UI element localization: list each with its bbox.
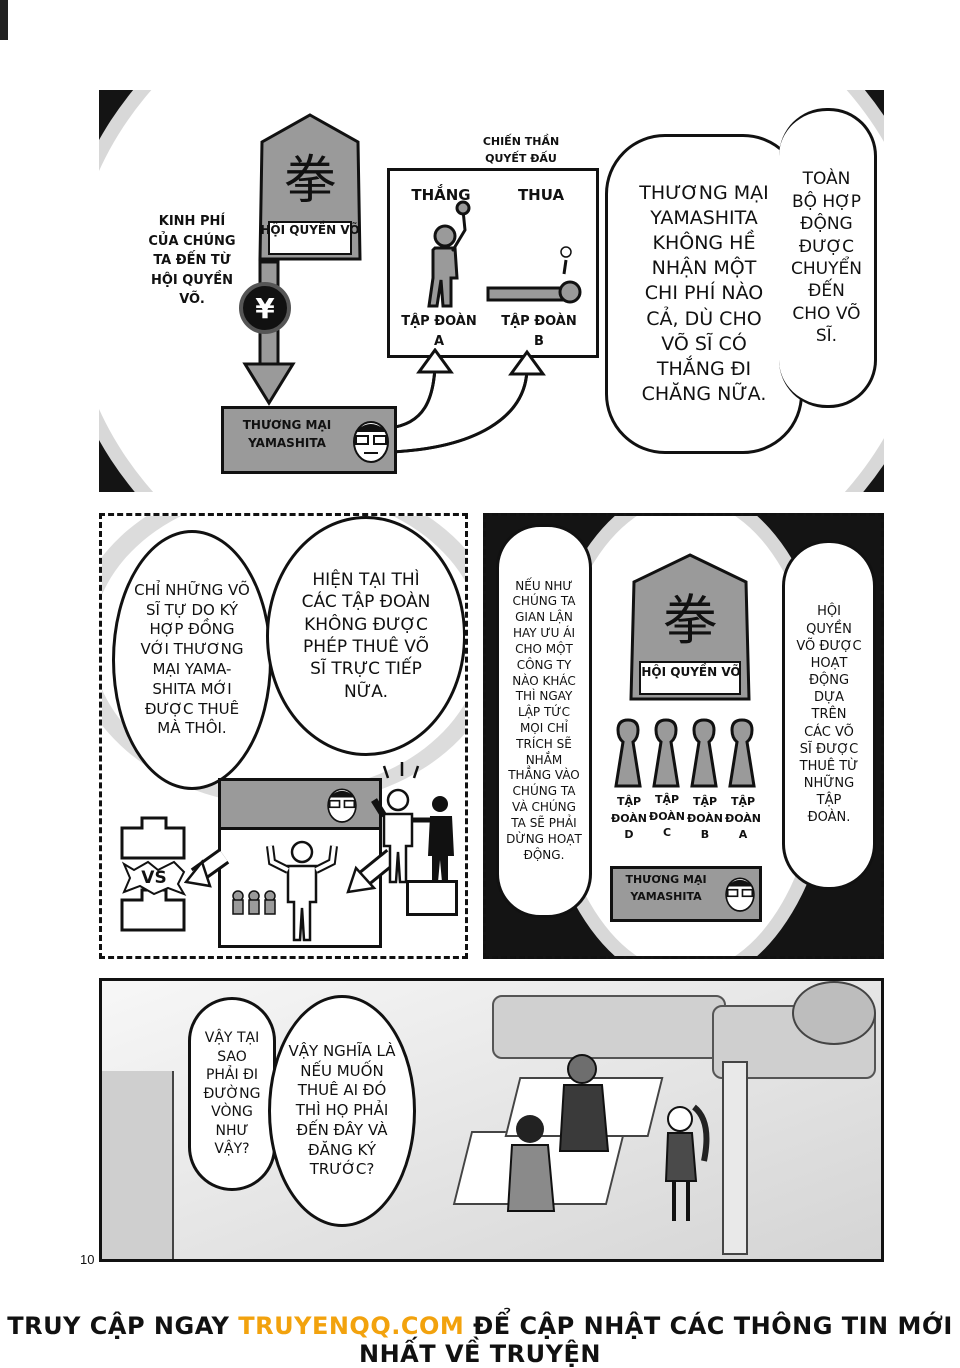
panel-office-scene: VẬY TẠI SAO PHẢI ĐI ĐƯỜNG VÒNG NHƯ VẬY? … — [99, 978, 884, 1262]
battle-box-title: CHIẾN THẦN QUYẾT ĐẤU — [471, 134, 571, 167]
divider-screen — [722, 1061, 748, 1255]
seat-box — [406, 880, 458, 916]
shogi-label: HỘI QUYỀN VÕ — [641, 665, 741, 679]
yen-coin-icon: ¥ — [239, 282, 291, 334]
shogi-piece-icon — [258, 113, 362, 261]
win-label: THẮNG — [411, 186, 471, 204]
speech-bubble-left: NẾU NHƯ CHÚNG TA GIAN LẬN HAY ƯU ÁI CHO … — [496, 524, 592, 918]
speech-bubble-right: HIỆN TẠI THÌ CÁC TẬP ĐOÀN KHÔNG ĐƯỢC PHÉ… — [266, 516, 465, 756]
battle-box — [387, 168, 599, 358]
panel-contracts: CHỈ NHỮNG VÕ SĨ TỰ DO KÝ HỢP ĐỒNG VỚI TH… — [99, 513, 468, 959]
corp-b-label: TẬP ĐOÀN B — [687, 795, 723, 841]
yen-symbol: ¥ — [255, 291, 275, 325]
loser-figure-icon — [486, 246, 582, 304]
curved-arrows-icon — [388, 348, 546, 454]
vs-stations-icon — [120, 816, 187, 932]
corp-c-label: TẬP ĐOÀN C — [649, 793, 685, 839]
speech-bubble-right: VẬY NGHĨA LÀ NẾU MUỐN THUÊ AI ĐÓ THÌ HỌ … — [268, 995, 416, 1227]
company-label: THƯƠNG MẠI YAMASHITA — [242, 418, 332, 450]
footer-prefix: TRUY CẬP NGAY — [7, 1312, 239, 1340]
page-edge — [0, 0, 8, 40]
lose-label: THUA — [517, 186, 565, 204]
pawn-row-icon — [614, 718, 756, 788]
company-box — [610, 866, 762, 922]
company-label: THƯƠNG MẠI YAMASHITA — [625, 873, 707, 903]
speech-bubble-left: CHỈ NHỮNG VÕ SĨ TỰ DO KÝ HỢP ĐỒNG VỚI TH… — [112, 530, 272, 790]
corp-a-label: TẬP ĐOÀN A — [401, 314, 477, 349]
pawn-pieces-icon — [232, 890, 276, 915]
shogi-label: HỘI QUYỀN VÕ — [260, 223, 360, 237]
shogi-kanji: 拳 — [283, 151, 336, 211]
footer-banner: TRUY CẬP NGAY TRUYENQQ.COM ĐỂ CẬP NHẬT C… — [0, 1312, 960, 1368]
handshake-figures-icon — [371, 762, 454, 884]
page-number: 10 — [80, 1252, 95, 1267]
sofa — [492, 995, 726, 1059]
characters-illustration — [506, 1054, 710, 1221]
speech-bubble-right: HỘI QUYỀN VÕ ĐƯỢC HOẠT ĐỘNG DỰA TRÊN CÁC… — [782, 540, 876, 890]
footer-site-link[interactable]: TRUYENQQ.COM — [238, 1312, 465, 1340]
winner-figure-icon — [427, 200, 471, 308]
speech-bubble-main: THƯƠNG MẠI YAMASHITA KHÔNG HỀ NHẬN MỘT C… — [605, 134, 803, 454]
vs-label: VS — [141, 868, 167, 888]
fighter-figure-icon — [266, 840, 338, 942]
panel-association: NẾU NHƯ CHÚNG TA GIAN LẬN HAY ƯU ÁI CHO … — [483, 513, 884, 959]
shogi-kanji: 拳 — [663, 589, 717, 652]
corp-a-label: TẬP ĐOÀN A — [725, 795, 761, 841]
round-table — [792, 981, 876, 1045]
corp-d-label: TẬP ĐOÀN D — [611, 795, 647, 841]
yamashita-face-icon — [327, 788, 357, 823]
cabinet — [102, 1071, 174, 1259]
speech-bubble-left: VẬY TẠI SAO PHẢI ĐI ĐƯỜNG VÒNG NHƯ VẬY? — [188, 997, 276, 1191]
panel-funding: 拳 HỘI QUYỀN VÕ ¥ KINH PHÍ CỦA CHÚNG TA Đ… — [99, 90, 884, 492]
speech-bubble-right: TOÀN BỘ HỢP ĐỘNG ĐƯỢC CHUYỂN ĐẾN CHO VÕ … — [779, 108, 877, 408]
yamashita-face-icon — [725, 877, 755, 912]
funding-caption: KINH PHÍ CỦA CHÚNG TA ĐẾN TỪ HỘI QUYỀN V… — [148, 214, 236, 307]
yamashita-face-icon — [353, 421, 389, 463]
shogi-piece-icon — [629, 553, 751, 701]
corp-b-label: TẬP ĐOÀN B — [501, 314, 577, 349]
